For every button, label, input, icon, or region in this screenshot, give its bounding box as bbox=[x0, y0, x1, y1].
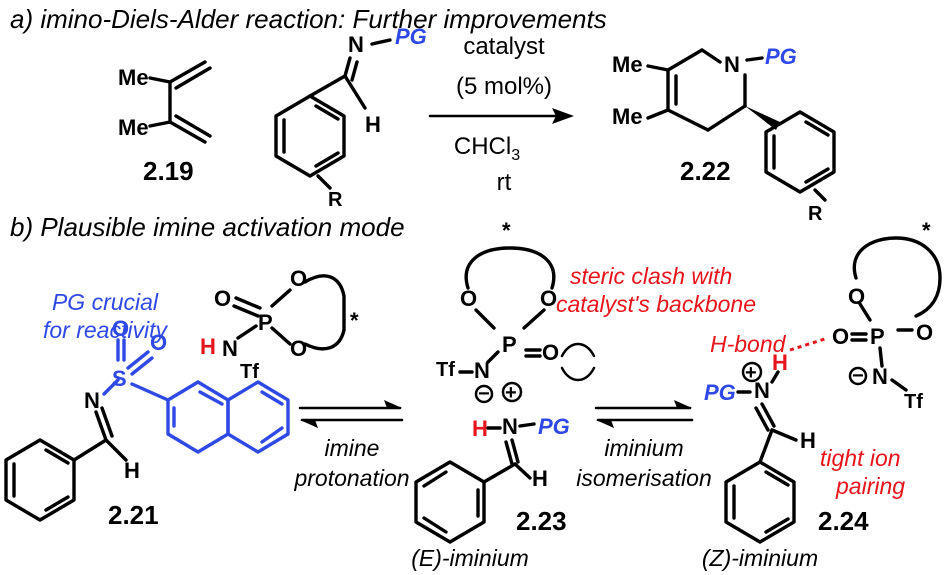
solvent-label: CHCl3 bbox=[454, 133, 520, 164]
catalyst-loading: (5 mol%) bbox=[456, 73, 552, 100]
equilibrium-arrows-2 bbox=[594, 400, 694, 428]
catalyst2-o-left: O bbox=[460, 286, 477, 311]
sulfonyl-o1: O bbox=[112, 316, 129, 341]
catalyst3-oxo: O bbox=[832, 324, 849, 349]
label-2-19: 2.19 bbox=[143, 156, 194, 186]
iminium-plus-2-24: + bbox=[745, 362, 757, 384]
label-2-21: 2.21 bbox=[108, 500, 159, 530]
catalyst2-phosphorus: P bbox=[502, 332, 517, 357]
methyl-bottom: Me bbox=[118, 115, 149, 140]
catalyst2-tf: Tf bbox=[436, 359, 455, 381]
product-2-22: Me Me N PG R bbox=[612, 44, 836, 225]
sulfonyl-o2: O bbox=[150, 330, 167, 355]
product-methyl-top: Me bbox=[612, 52, 643, 77]
iminium-2-23: + H N PG H bbox=[414, 381, 570, 544]
sulfonimine-n: N bbox=[84, 388, 100, 413]
diene-2-19: Me Me bbox=[118, 60, 212, 144]
e-iminium-label: (E)-iminium bbox=[411, 545, 529, 571]
label-2-24: 2.24 bbox=[818, 506, 869, 536]
catalyst2-chiral-star: * bbox=[502, 218, 511, 243]
iminium-n-2-24: N bbox=[754, 378, 770, 403]
pg-note-line2: for reactivity bbox=[43, 317, 168, 343]
equilibrium-arrows-1 bbox=[298, 400, 404, 428]
iminium-2-24: H + PG N H bbox=[704, 350, 816, 544]
steric-note-line2: catalyst's backbone bbox=[556, 291, 756, 317]
catalyst3-minus: − bbox=[852, 365, 864, 387]
iminium-plus-2-23: + bbox=[505, 382, 517, 404]
hbond-label: H-bond bbox=[710, 331, 787, 357]
heading-a: a) imino-Diels-Alder reaction: Further i… bbox=[10, 4, 607, 34]
hydrogen-bond-line bbox=[789, 336, 829, 352]
catalyst-label: catalyst bbox=[463, 33, 545, 60]
phosphate-anion-middle: * O O P O Tf N − bbox=[436, 218, 559, 405]
product-r-substituent: R bbox=[808, 203, 823, 225]
product-protecting-group: PG bbox=[765, 44, 797, 69]
catalyst1-acidic-h: H bbox=[200, 334, 216, 359]
catalyst1-o-top: O bbox=[290, 266, 307, 291]
catalyst3-n: N bbox=[872, 364, 888, 389]
compound-2-21: N S O O H bbox=[4, 316, 290, 522]
iminium-ch-2-23: H bbox=[532, 466, 548, 491]
imine-hydrogen: H bbox=[365, 112, 381, 137]
iminium-n-2-23: N bbox=[502, 414, 518, 439]
heading-b: b) Plausible imine activation mode bbox=[10, 212, 405, 242]
phosphoric-acid-catalyst-left: O P O O H N Tf * bbox=[200, 266, 359, 383]
catalyst3-chiral-star: * bbox=[922, 218, 931, 243]
catalyst3-tf: Tf bbox=[904, 391, 923, 413]
catalyst3-o-right: O bbox=[916, 320, 933, 345]
iminium-h-2-24: H bbox=[772, 350, 788, 375]
z-iminium-label: (Z)-iminium bbox=[702, 545, 818, 571]
catalyst3-phosphorus: P bbox=[870, 324, 885, 349]
step2-line1: iminium bbox=[604, 435, 683, 461]
catalyst3-o-top: O bbox=[848, 284, 865, 309]
aldimine-substrate: N PG H R bbox=[274, 24, 427, 211]
catalyst2-minus: − bbox=[478, 383, 490, 405]
methyl-top: Me bbox=[118, 65, 149, 90]
iminium-h-2-23: H bbox=[472, 416, 488, 441]
reaction-arrow-a bbox=[428, 108, 574, 124]
aryl-substituent-r: R bbox=[328, 189, 343, 211]
product-methyl-bottom: Me bbox=[612, 104, 643, 129]
imine-h-2-21: H bbox=[124, 458, 140, 483]
catalyst1-phosphorus: P bbox=[258, 310, 273, 335]
protecting-group: PG bbox=[395, 24, 427, 49]
catalyst1-oxo: O bbox=[214, 286, 231, 311]
catalyst2-n: N bbox=[474, 358, 490, 383]
tight-note-line2: pairing bbox=[835, 473, 905, 499]
tight-note-line1: tight ion bbox=[820, 445, 901, 471]
catalyst2-oxo: O bbox=[542, 340, 559, 365]
iminium-ch-2-24: H bbox=[800, 428, 816, 453]
catalyst1-n: N bbox=[222, 336, 238, 361]
catalyst1-o-bottom: O bbox=[290, 336, 307, 361]
iminium-pg-2-23: PG bbox=[538, 414, 570, 439]
product-nitrogen: N bbox=[724, 52, 740, 77]
temperature-label: rt bbox=[497, 169, 512, 196]
sulfonyl-s: S bbox=[112, 366, 127, 391]
phosphate-anion-right: * O O P O − N Tf bbox=[832, 218, 942, 413]
steric-note-line1: steric clash with bbox=[570, 263, 732, 289]
catalyst1-chiral-star: * bbox=[350, 308, 359, 333]
catalyst2-o-right: O bbox=[540, 286, 557, 311]
pg-note-line1: PG crucial bbox=[52, 289, 159, 315]
step1-line2: protonation bbox=[293, 465, 409, 491]
iminium-pg-2-24: PG bbox=[704, 380, 736, 405]
imine-nitrogen: N bbox=[348, 32, 364, 57]
step1-line1: imine bbox=[325, 435, 380, 461]
label-2-22: 2.22 bbox=[680, 156, 731, 186]
catalyst1-tf: Tf bbox=[240, 361, 259, 383]
step2-line2: isomerisation bbox=[576, 465, 712, 491]
label-2-23: 2.23 bbox=[516, 506, 567, 536]
